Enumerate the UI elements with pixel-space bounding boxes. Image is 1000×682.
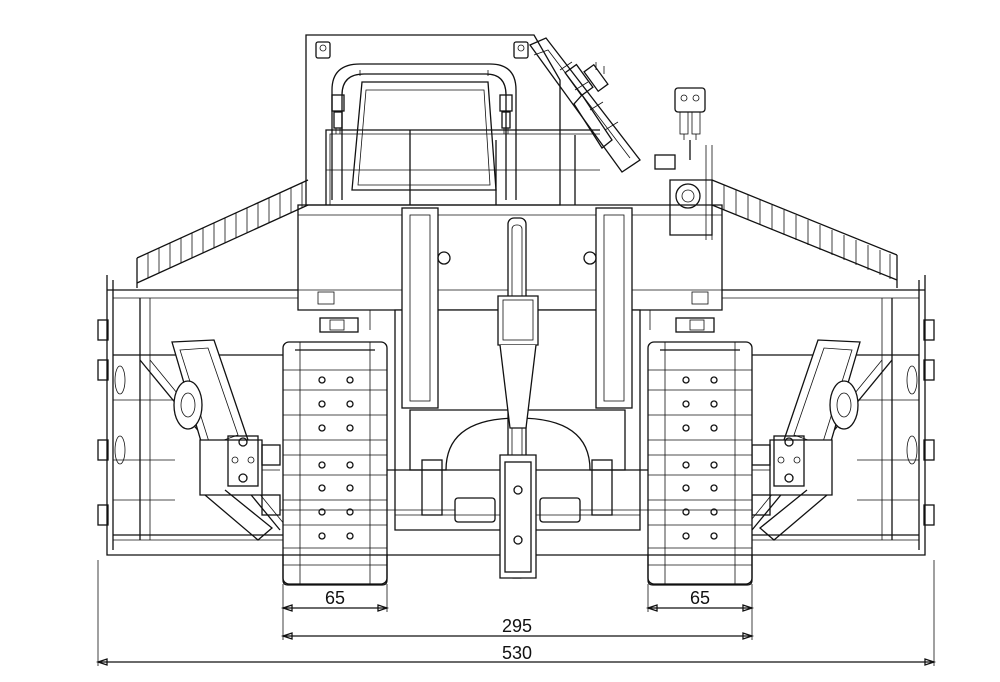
cab bbox=[305, 34, 561, 206]
dim-label-left-track: 65 bbox=[325, 588, 345, 608]
hydraulic-boom bbox=[529, 37, 641, 173]
right-track bbox=[647, 341, 753, 585]
left-railing bbox=[136, 179, 309, 288]
track-shoe-skirts bbox=[282, 554, 753, 586]
top-handrail bbox=[325, 129, 600, 205]
right-lift-cylinder bbox=[751, 339, 861, 541]
dimension-lines: 65 65 295 530 bbox=[95, 560, 937, 666]
dim-label-overall-width: 530 bbox=[502, 643, 532, 663]
ripper-shank bbox=[497, 217, 539, 579]
dim-label-right-track: 65 bbox=[690, 588, 710, 608]
dim-label-track-gauge: 295 bbox=[502, 616, 532, 636]
side-lamp-cluster bbox=[654, 87, 713, 240]
left-track bbox=[282, 341, 388, 585]
left-lift-cylinder bbox=[171, 339, 281, 541]
right-railing bbox=[711, 179, 898, 288]
